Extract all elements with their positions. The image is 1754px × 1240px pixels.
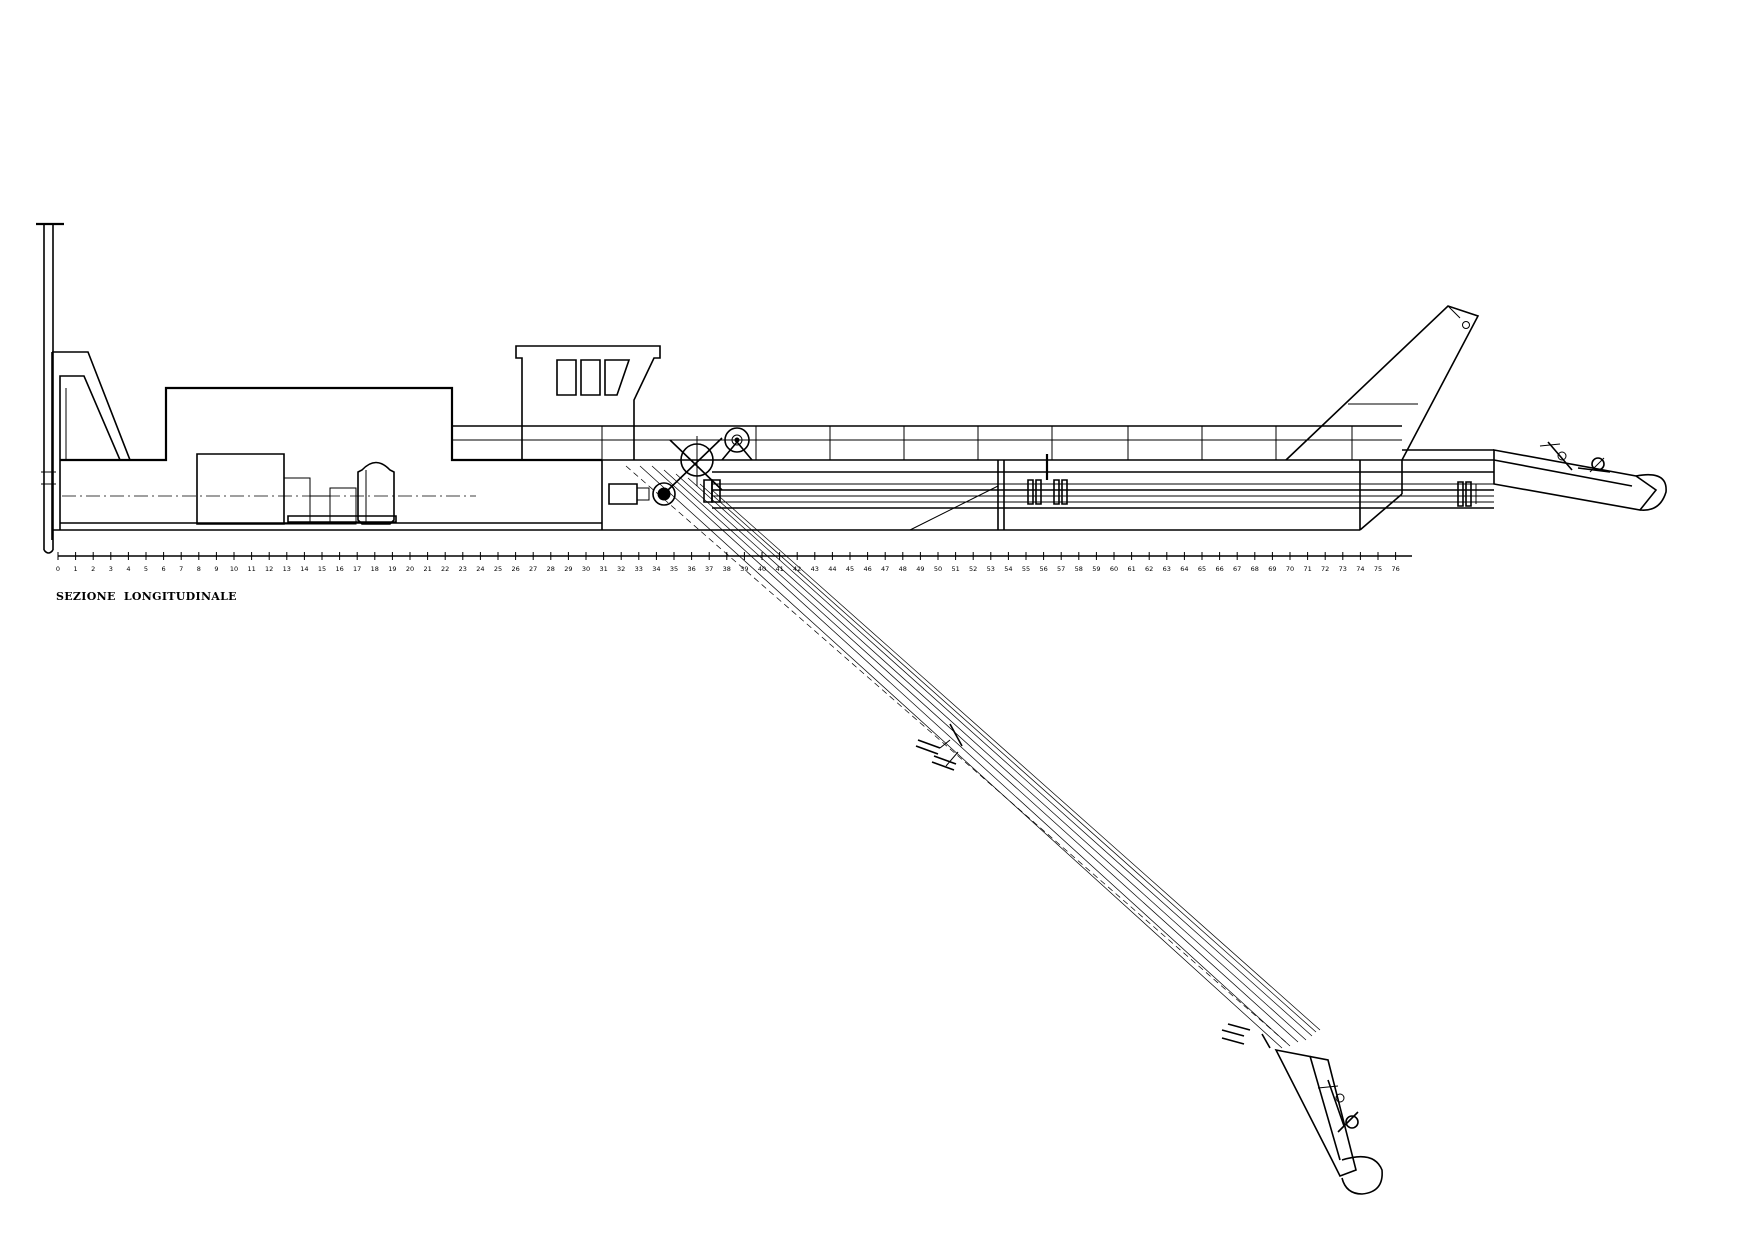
frame-number: 32 [617,565,625,573]
frame-number: 27 [529,565,537,573]
frame-number: 49 [916,565,924,573]
frame-number: 26 [511,565,519,573]
frame-number: 4 [126,565,130,573]
frame-number: 8 [197,565,201,573]
frame-number: 64 [1180,565,1188,573]
frame-number: 18 [371,565,379,573]
frame-number: 57 [1057,565,1065,573]
frame-number: 31 [599,565,607,573]
frame-number: 50 [934,565,942,573]
frame-number: 38 [723,565,731,573]
frame-number: 39 [740,565,748,573]
frame-number: 61 [1127,565,1135,573]
frame-number: 47 [881,565,889,573]
frame-number: 22 [441,565,449,573]
machinery [62,454,476,524]
frame-number: 19 [388,565,396,573]
frame-number: 48 [899,565,907,573]
frame-number: 1 [74,565,78,573]
frame-number: 11 [247,565,255,573]
section-title: SEZIONE LONGITUDINALE [56,590,237,603]
engine-casing [60,388,602,460]
frame-number: 67 [1233,565,1241,573]
frame-number: 14 [300,565,308,573]
frame-number: 44 [828,565,836,573]
frame-number: 70 [1286,565,1294,573]
frame-number: 30 [582,565,590,573]
winch [722,428,752,460]
frame-number: 29 [564,565,572,573]
frame-number: 58 [1075,565,1083,573]
lowered-ladder-flange-upper [916,724,962,770]
frame-number: 41 [775,565,783,573]
frame-number: 42 [793,565,801,573]
frame-number: 40 [758,565,766,573]
frame-number: 35 [670,565,678,573]
frame-number: 2 [91,565,95,573]
frame-number: 13 [283,565,291,573]
frame-number: 60 [1110,565,1118,573]
frame-number: 71 [1303,565,1311,573]
frame-number: 76 [1391,565,1399,573]
frame-number: 10 [230,565,238,573]
frame-number: 45 [846,565,854,573]
frame-number: 7 [179,565,183,573]
frame-number: 74 [1356,565,1364,573]
frame-number: 69 [1268,565,1276,573]
frame-number: 9 [214,565,218,573]
frame-number: 28 [547,565,555,573]
dredge-pump-pivot [609,436,722,505]
frame-number: 25 [494,565,502,573]
frame-number: 63 [1163,565,1171,573]
cutter-head-raised [1494,442,1666,510]
bow-gantry [1286,306,1478,460]
frame-number: 55 [1022,565,1030,573]
frame-number: 46 [863,565,871,573]
frame-number: 54 [1004,565,1012,573]
frame-number: 24 [476,565,484,573]
frame-number: 59 [1092,565,1100,573]
frame-number: 53 [987,565,995,573]
ladder-flange-left [1028,454,1067,504]
cutter-head-lowered [1276,1050,1382,1194]
frame-number: 62 [1145,565,1153,573]
frame-number: 33 [635,565,643,573]
stern-a-frame [52,352,130,540]
ladder-flange-right [1458,482,1476,506]
frame-number: 72 [1321,565,1329,573]
frame-number: 68 [1251,565,1259,573]
frame-number: 23 [459,565,467,573]
cutter-ladder-lowered [626,466,1382,1194]
wheelhouse [516,346,660,460]
frame-number: 0 [56,565,60,573]
frame-number: 52 [969,565,977,573]
frame-number: 43 [811,565,819,573]
lowered-ladder-flange-lower [1222,1024,1270,1048]
frame-number: 36 [687,565,695,573]
frame-number: 17 [353,565,361,573]
frame-number: 75 [1374,565,1382,573]
cutter-ladder-horizontal [712,442,1666,510]
frame-number: 21 [423,565,431,573]
frame-scale-ticks [58,552,1396,560]
frame-number: 6 [162,565,166,573]
frame-number: 65 [1198,565,1206,573]
frame-number: 3 [109,565,113,573]
exhaust-mast [36,224,64,553]
frame-number: 12 [265,565,273,573]
frame-number: 16 [335,565,343,573]
frame-number: 51 [951,565,959,573]
frame-number: 37 [705,565,713,573]
frame-number: 73 [1339,565,1347,573]
frame-number: 34 [652,565,660,573]
frame-number: 66 [1215,565,1223,573]
deck-railing [452,426,1402,460]
frame-number: 20 [406,565,414,573]
frame-number: 56 [1039,565,1047,573]
frame-number: 15 [318,565,326,573]
frame-number: 5 [144,565,148,573]
